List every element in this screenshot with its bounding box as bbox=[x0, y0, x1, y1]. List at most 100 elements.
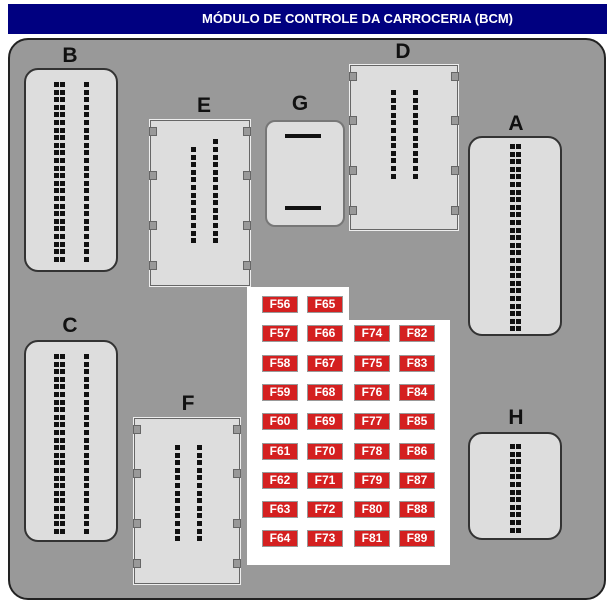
fuse-f57[interactable]: F57 bbox=[262, 325, 298, 343]
fuse-f61[interactable]: F61 bbox=[262, 442, 298, 460]
connector-a-label: A bbox=[508, 112, 524, 135]
pin bbox=[84, 392, 89, 397]
pin bbox=[60, 354, 65, 359]
pin bbox=[84, 437, 89, 443]
pin bbox=[191, 154, 196, 160]
pin bbox=[197, 460, 202, 466]
pin bbox=[60, 513, 65, 519]
pin bbox=[510, 265, 515, 271]
pin bbox=[60, 414, 65, 420]
pin bbox=[84, 452, 89, 458]
pin bbox=[213, 192, 218, 198]
pin bbox=[60, 196, 65, 201]
fuse-f60[interactable]: F60 bbox=[262, 413, 298, 431]
fuse-f73[interactable]: F73 bbox=[307, 530, 343, 548]
pin bbox=[54, 82, 59, 87]
pin bbox=[175, 505, 180, 511]
pin bbox=[84, 180, 89, 186]
pin bbox=[213, 177, 218, 183]
pin bbox=[54, 165, 59, 171]
pin bbox=[510, 296, 515, 301]
pin bbox=[54, 460, 59, 466]
connector-e[interactable] bbox=[149, 119, 251, 287]
pin bbox=[191, 223, 196, 228]
pin bbox=[54, 203, 59, 209]
fuse-f72[interactable]: F72 bbox=[307, 501, 343, 519]
fuse-f74[interactable]: F74 bbox=[354, 325, 390, 343]
fuse-f81[interactable]: F81 bbox=[354, 530, 390, 548]
fuse-f79[interactable]: F79 bbox=[354, 471, 390, 489]
fuse-f88[interactable]: F88 bbox=[399, 501, 435, 519]
pin bbox=[516, 166, 521, 172]
fuse-f67[interactable]: F67 bbox=[307, 354, 343, 372]
pin bbox=[510, 197, 515, 203]
pin bbox=[60, 376, 65, 382]
fuse-f82[interactable]: F82 bbox=[399, 325, 435, 343]
pin bbox=[510, 242, 515, 248]
pin bbox=[391, 158, 396, 164]
fuse-f69[interactable]: F69 bbox=[307, 413, 343, 431]
fuse-f75[interactable]: F75 bbox=[354, 354, 390, 372]
connector-h[interactable] bbox=[468, 432, 562, 540]
fuse-f80[interactable]: F80 bbox=[354, 501, 390, 519]
connector-g[interactable] bbox=[265, 120, 345, 227]
fuse-f84[interactable]: F84 bbox=[399, 383, 435, 401]
pin bbox=[516, 466, 521, 472]
pin bbox=[510, 489, 515, 495]
pin bbox=[54, 384, 59, 390]
pin bbox=[516, 318, 521, 324]
connector-b[interactable] bbox=[24, 68, 118, 272]
pin bbox=[60, 407, 65, 413]
fuse-f64[interactable]: F64 bbox=[262, 530, 298, 548]
connector-c[interactable] bbox=[24, 340, 118, 542]
connector-g-label: G bbox=[291, 92, 309, 115]
pin bbox=[84, 376, 89, 382]
fuse-f76[interactable]: F76 bbox=[354, 383, 390, 401]
fuse-f59[interactable]: F59 bbox=[262, 383, 298, 401]
fuse-f83[interactable]: F83 bbox=[399, 354, 435, 372]
fuse-f77[interactable]: F77 bbox=[354, 413, 390, 431]
connector-f[interactable] bbox=[133, 417, 241, 585]
pin bbox=[510, 174, 515, 180]
pin bbox=[516, 144, 521, 149]
fuse-f78[interactable]: F78 bbox=[354, 442, 390, 460]
fuse-f66[interactable]: F66 bbox=[307, 325, 343, 343]
fuse-f56[interactable]: F56 bbox=[262, 296, 298, 313]
latch-notch bbox=[451, 72, 459, 81]
latch-notch bbox=[233, 425, 241, 434]
pin bbox=[191, 162, 196, 168]
pin bbox=[54, 422, 59, 428]
pin bbox=[510, 212, 515, 218]
pin bbox=[213, 238, 218, 244]
pin bbox=[84, 506, 89, 511]
fuse-f71[interactable]: F71 bbox=[307, 471, 343, 489]
fuse-f62[interactable]: F62 bbox=[262, 471, 298, 489]
pin bbox=[54, 498, 59, 504]
fuse-f87[interactable]: F87 bbox=[399, 471, 435, 489]
pin bbox=[197, 505, 202, 511]
fuse-f85[interactable]: F85 bbox=[399, 413, 435, 431]
fuse-f63[interactable]: F63 bbox=[262, 501, 298, 519]
pin bbox=[54, 127, 59, 133]
pin bbox=[54, 256, 59, 262]
pin bbox=[84, 256, 89, 262]
latch-notch bbox=[233, 559, 241, 568]
pin bbox=[60, 180, 65, 186]
pin bbox=[175, 490, 180, 496]
pin bbox=[213, 147, 218, 152]
fuse-f58[interactable]: F58 bbox=[262, 354, 298, 372]
fuse-f86[interactable]: F86 bbox=[399, 442, 435, 460]
fuse-f70[interactable]: F70 bbox=[307, 442, 343, 460]
pin bbox=[54, 369, 59, 375]
pin bbox=[175, 513, 180, 519]
connector-d[interactable] bbox=[349, 64, 459, 231]
fuse-f65[interactable]: F65 bbox=[307, 296, 343, 313]
fuse-f89[interactable]: F89 bbox=[399, 530, 435, 548]
pin bbox=[84, 498, 89, 504]
pin bbox=[516, 235, 521, 241]
fuse-f68[interactable]: F68 bbox=[307, 383, 343, 401]
pin bbox=[510, 474, 515, 480]
connector-a[interactable] bbox=[468, 136, 562, 336]
pin bbox=[84, 513, 89, 519]
latch-notch bbox=[243, 261, 251, 270]
